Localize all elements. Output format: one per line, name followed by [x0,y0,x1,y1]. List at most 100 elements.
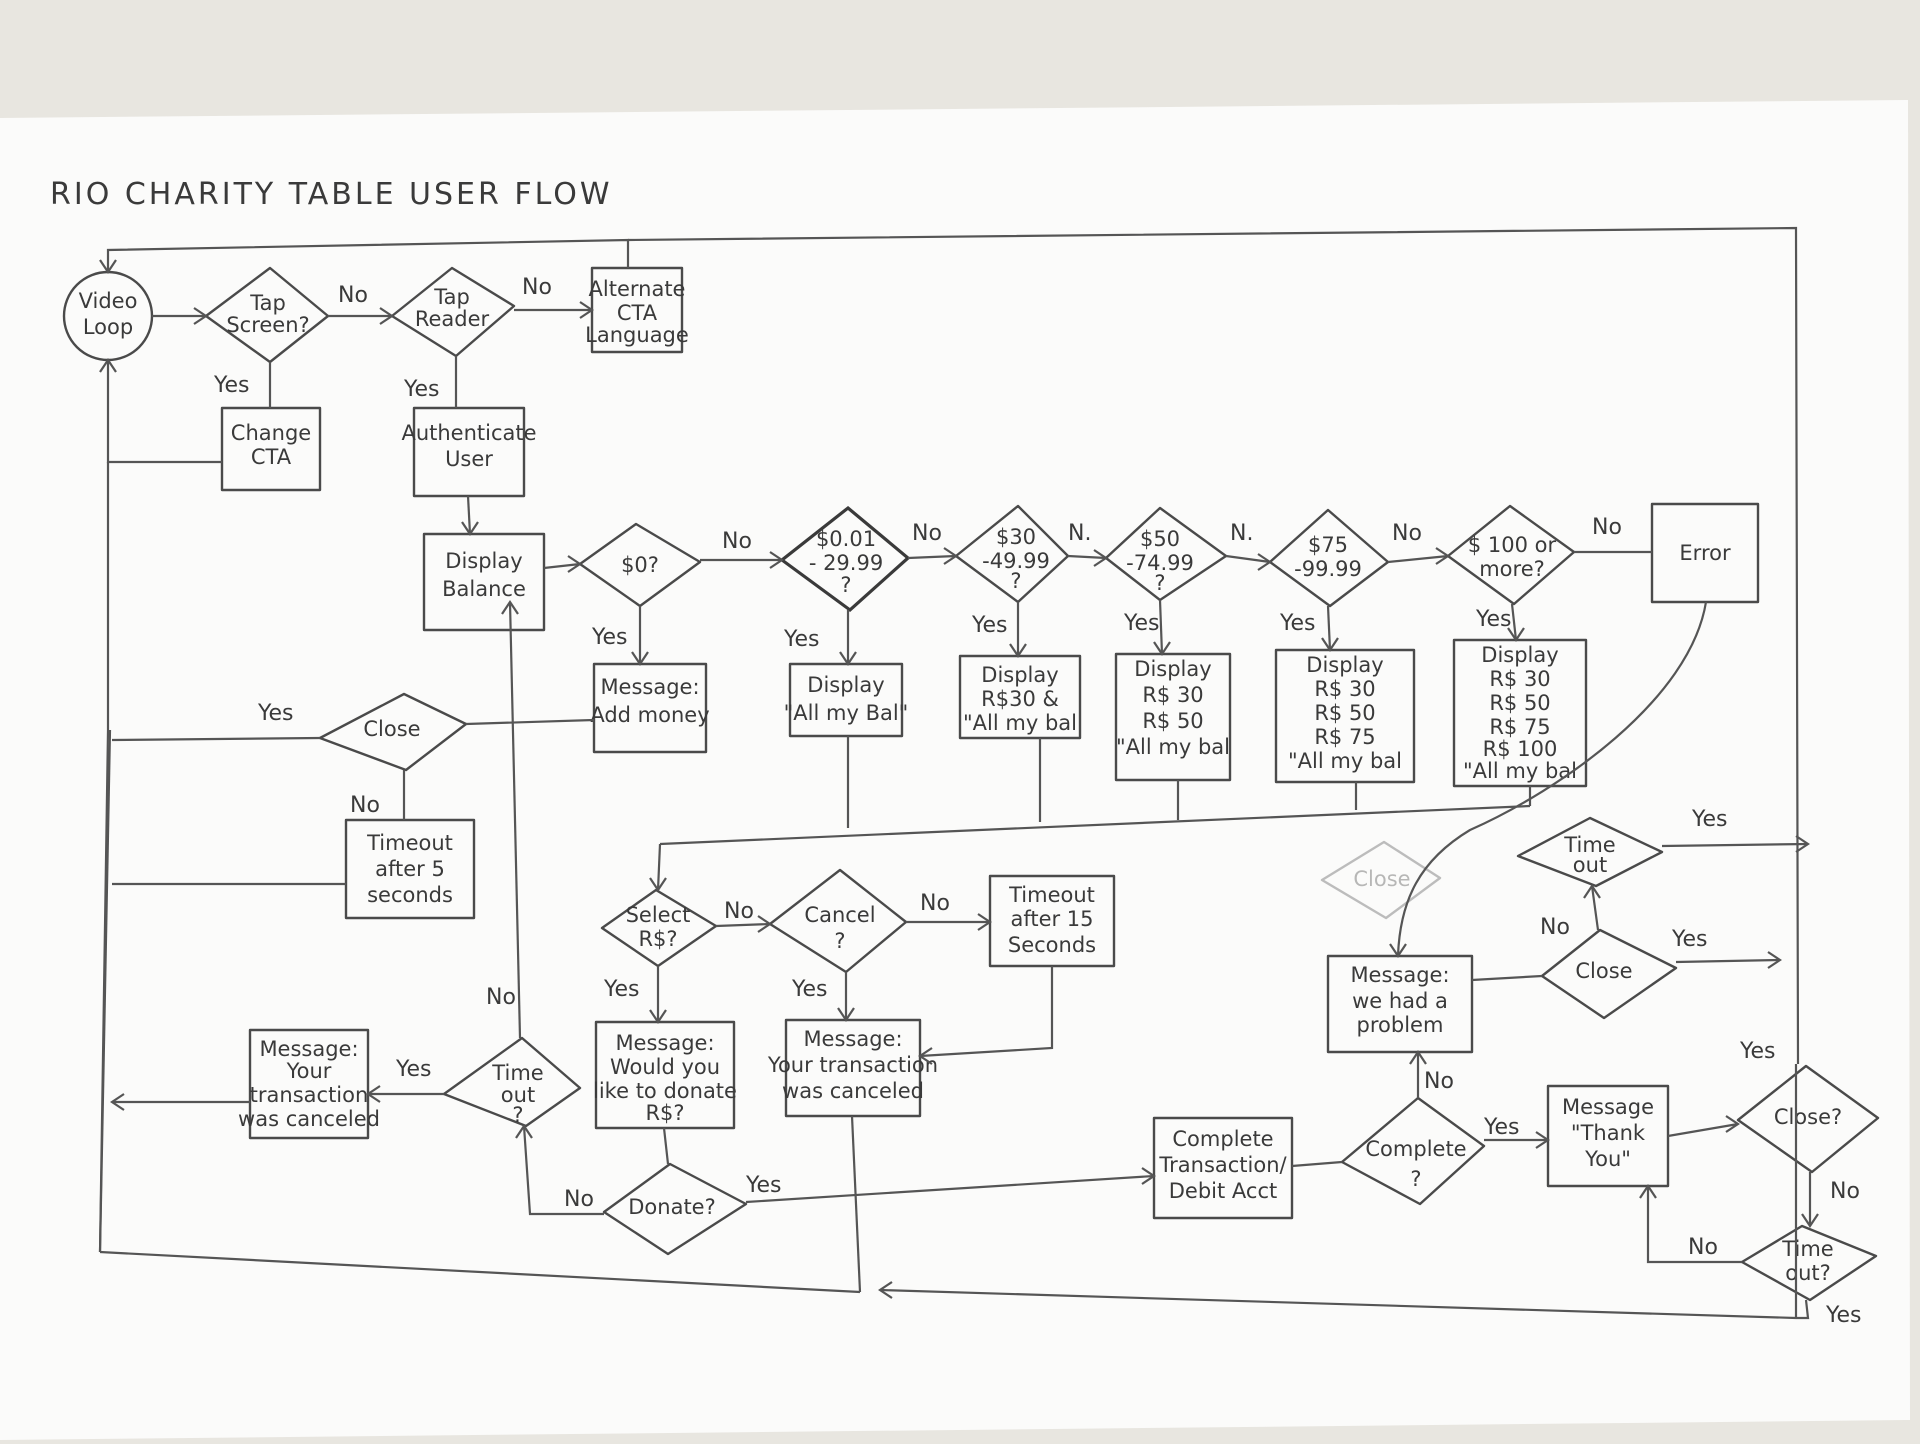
node-time-out-left: Time out ? [442,1036,582,1128]
svg-text:Display: Display [807,673,884,697]
node-display-balance: Display Balance [422,532,546,632]
svg-text:out: out [1573,853,1607,877]
svg-text:Display: Display [445,549,522,573]
arrowhead [579,301,594,319]
svg-text:"Thank: "Thank [1571,1121,1646,1145]
svg-text:Seconds: Seconds [1008,933,1096,957]
svg-text:?: ? [840,573,851,597]
svg-text:Add money: Add money [590,703,709,727]
connector-line [662,1127,670,1165]
label-yes-zero: Yes [591,625,628,650]
arrowhead [1409,1050,1427,1065]
label-yes-30: Yes [971,613,1008,638]
arrowhead [1801,1213,1819,1228]
arrowhead [1507,627,1525,642]
node-display-r30: Display R$30 & "All my bal [958,654,1082,740]
node-close-right: Close? [1736,1064,1880,1174]
label-yes-complete: Yes [1483,1115,1520,1140]
connector-line [1646,1186,1742,1264]
label-yes-close-mid: Yes [1671,927,1708,952]
node-message-thank-you: Message "Thank You" [1546,1084,1670,1188]
svg-text:Message:: Message: [803,1027,902,1051]
node-alternate-cta: Alternate CTA Language [585,266,689,354]
connector-line [850,1115,862,1293]
svg-text:$0.01: $0.01 [816,527,876,551]
arrowhead [1725,1115,1740,1133]
svg-text:?: ? [1010,569,1021,593]
node-display-r50: Display R$ 30 R$ 50 "All my bal [1114,652,1232,782]
svg-text:Debit Acct: Debit Acct [1169,1179,1278,1203]
node-complete-question: Complete ? [1340,1096,1486,1206]
svg-text:R$?: R$? [638,927,677,951]
node-close-left: Close [318,692,468,772]
label-no-timeout-right: No [1688,1235,1718,1260]
label-no-zero: No [722,529,752,554]
connector-line [465,718,595,726]
svg-text:Display: Display [1134,657,1211,681]
svg-text:?: ? [834,929,845,953]
label-yes-donate: Yes [745,1173,782,1198]
svg-text:$0?: $0? [621,553,659,577]
arrowhead [1389,943,1407,958]
svg-text:Complete: Complete [1365,1137,1466,1161]
connector-line [715,922,771,928]
node-time-out-right: Time out? [1740,1224,1878,1302]
svg-text:$50: $50 [1140,527,1180,551]
arrowhead [1767,951,1782,969]
svg-text:Transaction/: Transaction/ [1158,1153,1287,1177]
arrowhead [99,358,117,373]
label-yes-tapreader: Yes [403,377,440,402]
label-no-timeout-left: No [486,985,516,1010]
label-no-close-right: No [1830,1179,1860,1204]
arrowhead [1583,884,1601,899]
label-no-timeout-mid: No [1540,915,1570,940]
svg-text:Close: Close [1575,959,1632,983]
svg-text:Cancel: Cancel [804,903,875,927]
svg-text:Tap: Tap [249,291,286,315]
connector-line [106,238,630,272]
label-no-complete: No [1424,1069,1454,1094]
arrowhead [1257,553,1272,571]
diagram-title: RIO CHARITY TABLE USER FLOW [50,177,613,212]
arrowhead [515,1124,533,1139]
label-no-30: N. [1068,521,1091,546]
node-authenticate-user: Authenticate User [401,406,537,498]
svg-text:Select: Select [626,903,691,927]
node-time-out-mid: Time out [1516,816,1664,888]
node-range-100-more: $ 100 or more? [1446,504,1576,606]
label-no-100: No [1592,515,1622,540]
svg-text:Time: Time [1563,833,1615,857]
arrowhead [1093,549,1108,567]
connector-line [99,1250,861,1294]
svg-text:Message:: Message: [600,675,699,699]
svg-text:Alternate: Alternate [589,277,686,301]
connector-line [879,1288,1797,1320]
arrowhead [379,307,394,325]
node-range-001-2999: $0.01 - 29.99 ? [779,505,911,613]
svg-text:Screen?: Screen? [226,313,309,337]
arrowhead [943,547,958,565]
svg-text:-99.99: -99.99 [1294,557,1362,581]
svg-text:Time: Time [491,1061,543,1085]
node-donate: Donate? [602,1162,748,1256]
arrowhead [366,1085,381,1103]
svg-text:Timeout: Timeout [1008,883,1095,907]
arrowhead [878,1281,893,1299]
connector-line [543,562,581,570]
label-yes-close-left: Yes [257,701,294,726]
arrowhead [501,600,519,615]
label-no-cancel: No [920,891,950,916]
node-select-amount: Select R$? [600,888,718,968]
node-complete-transaction: Complete Transaction/ Debit Acct [1152,1116,1294,1220]
label-yes-50: Yes [1123,611,1160,636]
svg-text:Balance: Balance [442,577,526,601]
svg-text:R$ 30: R$ 30 [1314,677,1375,701]
svg-text:Timeout: Timeout [366,831,453,855]
arrowhead [649,877,667,892]
label-yes-75: Yes [1279,611,1316,636]
node-range-75-9999: $75 -99.99 [1268,508,1390,608]
connector-line [1661,842,1809,848]
node-crossed-out-close: Close [1320,840,1442,920]
arrowhead [649,1009,667,1024]
